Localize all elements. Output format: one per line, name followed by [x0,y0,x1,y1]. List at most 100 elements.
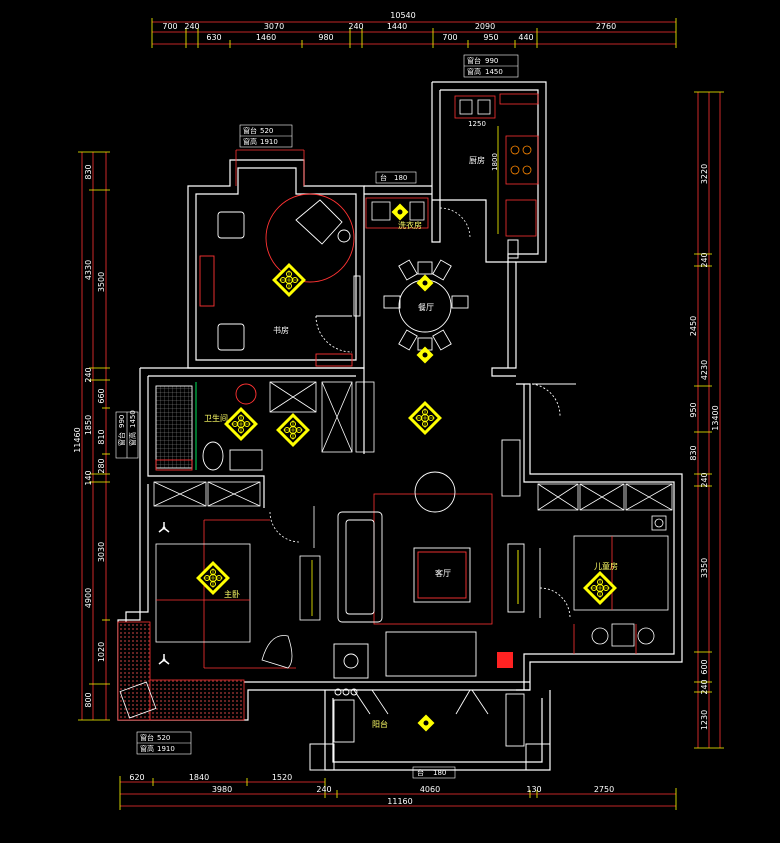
right-dimensions [694,91,724,749]
balcony-furniture [333,688,525,747]
center-cabinets [269,381,375,453]
kids-furniture [537,483,673,647]
dim-right-6: 240 [700,472,709,487]
top-dimensions [151,18,677,48]
dim-top-7: 2760 [596,22,616,31]
dim-bot-3: 1520 [272,773,292,782]
corridor-ceiling-light-icon [407,400,443,436]
dim-top-total: 10540 [390,11,415,20]
dim-top-r2-1: 630 [206,33,221,42]
dim-left-8: 800 [84,692,93,707]
kitchen-sill-label: 窗台 [467,56,481,65]
left-dimensions [78,151,110,721]
dim-left-5: 810 [97,429,106,444]
dim-top-1: 700 [162,22,177,31]
laundry-light-icon [391,203,409,221]
dim-left-1: 830 [84,164,93,179]
dim-bot-2: 1840 [189,773,209,782]
dim-bot-r2-3: 4060 [420,785,440,794]
dim-right-8: 600 [700,659,709,674]
study-height-value: 1910 [260,138,278,146]
master-sill-value: 520 [157,734,170,742]
dim-bot-1: 620 [129,773,144,782]
dim-right-total: 13400 [711,405,720,430]
bay-window-hatch [117,621,151,721]
kitchen-sill-value: 990 [485,57,498,65]
bottom-dimensions [119,776,677,810]
dim-right-7: 3350 [700,558,709,578]
dim-left-in-1: 3500 [97,272,106,292]
dim-top-4: 240 [348,22,363,31]
room-label-laundry: 洗衣房 [398,220,422,230]
hall-ceiling-light-icon [275,412,311,448]
study-height-label: 窗高 [243,137,257,146]
bay-chair [119,681,157,719]
walls [117,81,683,771]
living-furniture [333,383,576,679]
laundry-furniture [365,197,429,229]
dim-right-2: 240 [700,252,709,267]
bathroom-furniture [155,382,263,471]
dim-left-in-5: 1020 [97,642,106,662]
dim-right-1: 3220 [700,164,709,184]
dim-top-r2-6: 440 [518,33,533,42]
dim-top-2: 240 [184,22,199,31]
room-label-living: 客厅 [435,568,451,578]
bath-sill-value: 990 [118,415,126,428]
dim-left-total: 11460 [73,427,82,452]
dim-bot-r2-5: 2750 [594,785,614,794]
dim-right-inner: 4230 [700,360,709,380]
laundry-sill-value: 180 [394,174,407,182]
master-fan-icon [158,521,170,533]
balcony-sill-label: 台 [417,768,424,777]
left-dimension-labels: 11460 830 4330 240 1850 810 140 4900 800… [73,164,106,707]
dim-left-4: 1850 [84,415,93,435]
dim-top-r2-4: 700 [442,33,457,42]
study-ceiling-light-icon [271,262,307,298]
master-furniture [153,481,321,669]
dining-light-bottom-icon [416,346,434,364]
bathroom-ceiling-light-icon [223,406,259,442]
balcony-left-fan-icon [158,653,170,665]
dining-light-top-icon [416,274,434,292]
dim-left-6: 140 [84,470,93,485]
room-label-balcony: 阳台 [372,719,388,729]
study-window-tag: 窗台 520 窗高 1910 [239,124,293,148]
dim-top-r2-2: 1460 [256,33,276,42]
room-label-kitchen: 厨房 [469,155,485,165]
study-sill-label: 窗台 [243,126,257,135]
balcony-window-tag: 台 180 [412,766,456,779]
dim-top-3: 3070 [264,22,284,31]
dim-left-in-4: 3030 [97,542,106,562]
wall-fills [309,239,551,771]
room-label-study: 书房 [273,325,289,335]
study-sill-value: 520 [260,127,273,135]
kitchen-height-label: 窗高 [467,67,481,76]
dim-right-4: 950 [689,402,698,417]
balcony-sill-value: 180 [433,769,446,777]
bottom-dimension-labels: 620 1840 1520 3980 240 4060 130 2750 111… [129,773,614,806]
dim-left-7: 4900 [84,588,93,608]
dim-right-10: 1230 [700,710,709,730]
dim-bot-r2-2: 240 [316,785,331,794]
laundry-window-tag: 台 180 [375,171,417,184]
dim-left-2: 4330 [84,260,93,280]
bay-floor-hatch [149,679,245,721]
dim-left-in-3: 280 [97,458,106,473]
dim-left-3: 240 [84,367,93,382]
room-label-master: 主卧 [224,589,240,599]
master-sill-label: 窗台 [140,733,154,742]
dim-top-r2-3: 980 [318,33,333,42]
kitchen-dim-1800: 1800 [491,153,499,171]
bathroom-window-tag: 窗台 990 窗高 1450 [115,410,139,459]
master-height-label: 窗高 [140,744,154,753]
dim-right-3: 2450 [689,316,698,336]
kitchen-labels: 1250 1800 厨房 [468,120,499,171]
top-dimension-labels: 10540 700 240 3070 240 1440 2090 2760 63… [162,11,616,42]
dim-right-9: 240 [700,679,709,694]
dim-bot-r2-4: 130 [526,785,541,794]
dim-right-5: 830 [689,445,698,460]
dim-top-6: 2090 [475,22,495,31]
dim-left-in-2: 660 [97,388,106,403]
